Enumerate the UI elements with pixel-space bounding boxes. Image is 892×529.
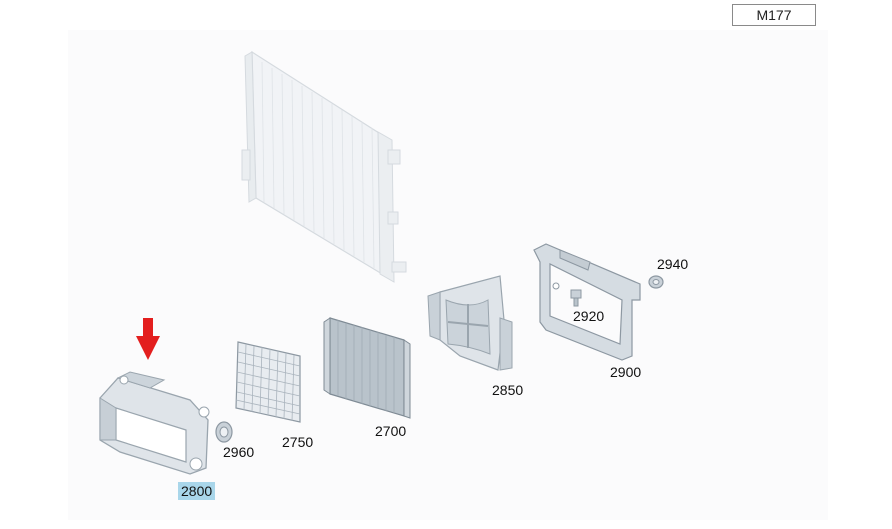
part-2800-air-duct[interactable] xyxy=(99,371,210,475)
callout-2960[interactable]: 2960 xyxy=(223,444,255,460)
engine-code-badge: M177 xyxy=(732,4,816,26)
main-radiator[interactable] xyxy=(241,50,407,283)
callout-2800[interactable]: 2800 xyxy=(178,482,216,500)
callout-2850[interactable]: 2850 xyxy=(492,382,524,398)
callout-2940[interactable]: 2940 xyxy=(657,256,689,272)
part-2750-mesh-screen[interactable] xyxy=(235,341,301,423)
part-2700-auxiliary-cooler[interactable] xyxy=(323,317,411,419)
part-2940-clip[interactable] xyxy=(648,275,664,289)
callout-2920[interactable]: 2920 xyxy=(573,308,605,324)
part-2960-grommet[interactable] xyxy=(215,421,233,443)
highlight-arrow xyxy=(136,318,160,360)
part-2920-bolt[interactable] xyxy=(570,289,582,307)
callout-2900[interactable]: 2900 xyxy=(610,364,642,380)
part-2850-shroud[interactable] xyxy=(427,275,513,371)
callout-2750[interactable]: 2750 xyxy=(282,434,314,450)
part-2900-bracket[interactable] xyxy=(533,243,641,361)
callout-2700[interactable]: 2700 xyxy=(375,423,407,439)
